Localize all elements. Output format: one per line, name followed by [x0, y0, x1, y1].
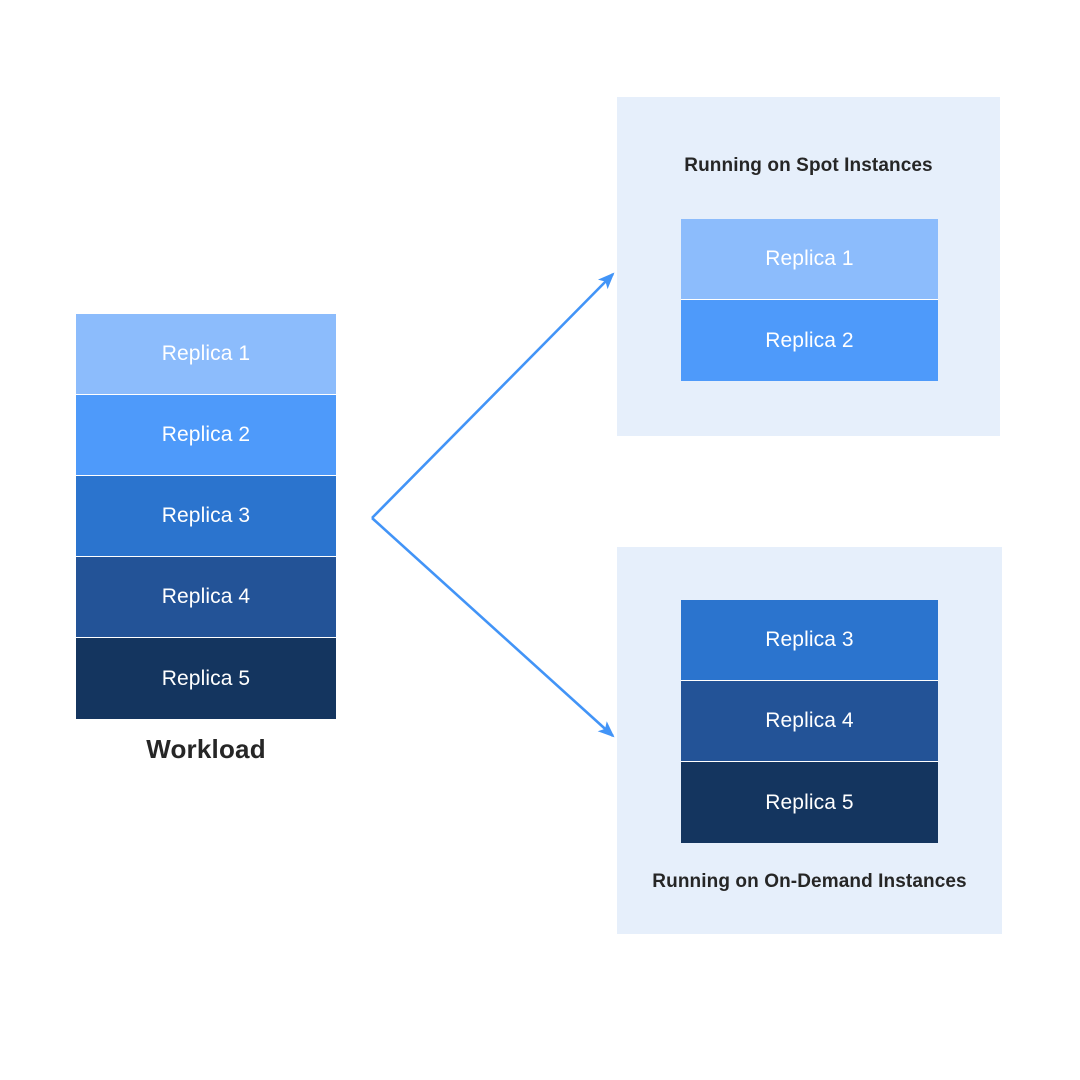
panel-on-demand-instances: Replica 3 Replica 4 Replica 5 Running on… — [617, 547, 1002, 934]
on-demand-replica-5[interactable]: Replica 5 — [681, 762, 938, 843]
on-demand-replica-5-label: Replica 5 — [765, 790, 854, 814]
workload-replica-2[interactable]: Replica 2 — [76, 395, 336, 476]
spot-replica-1[interactable]: Replica 1 — [681, 219, 938, 300]
connector-to-spot — [371, 272, 615, 519]
panel-spot-instances: Running on Spot Instances Replica 1 Repl… — [617, 97, 1000, 436]
connector-to-on-demand — [371, 517, 615, 738]
workload-replica-1-label: Replica 1 — [161, 342, 251, 365]
workload-replica-4[interactable]: Replica 4 — [76, 557, 336, 638]
workload-replica-stack: Replica 1 Replica 2 Replica 3 Replica 4 … — [76, 314, 336, 719]
workload-replica-5[interactable]: Replica 5 — [76, 638, 336, 719]
on-demand-replica-4-label: Replica 4 — [765, 709, 854, 732]
panel-on-demand-title: Running on On-Demand Instances — [652, 871, 967, 892]
workload-replica-1[interactable]: Replica 1 — [76, 314, 336, 395]
panel-spot-replica-stack: Replica 1 Replica 2 — [681, 219, 938, 381]
workload-replica-3[interactable]: Replica 3 — [76, 476, 336, 557]
workload-replica-2-label: Replica 2 — [161, 423, 251, 446]
on-demand-replica-3-label: Replica 3 — [765, 628, 854, 651]
workload-group: Replica 1 Replica 2 Replica 3 Replica 4 … — [76, 314, 336, 764]
workload-replica-5-label: Replica 5 — [161, 666, 251, 690]
workload-replica-3-label: Replica 3 — [161, 504, 251, 527]
spot-replica-2[interactable]: Replica 2 — [681, 300, 938, 381]
spot-replica-2-label: Replica 2 — [765, 328, 854, 352]
workload-replica-4-label: Replica 4 — [161, 585, 251, 608]
on-demand-replica-4[interactable]: Replica 4 — [681, 681, 938, 762]
spot-replica-1-label: Replica 1 — [765, 247, 854, 270]
panel-spot-title: Running on Spot Instances — [684, 155, 933, 176]
panel-on-demand-replica-stack: Replica 3 Replica 4 Replica 5 — [681, 600, 938, 843]
workload-caption: Workload — [146, 734, 266, 764]
on-demand-replica-3[interactable]: Replica 3 — [681, 600, 938, 681]
